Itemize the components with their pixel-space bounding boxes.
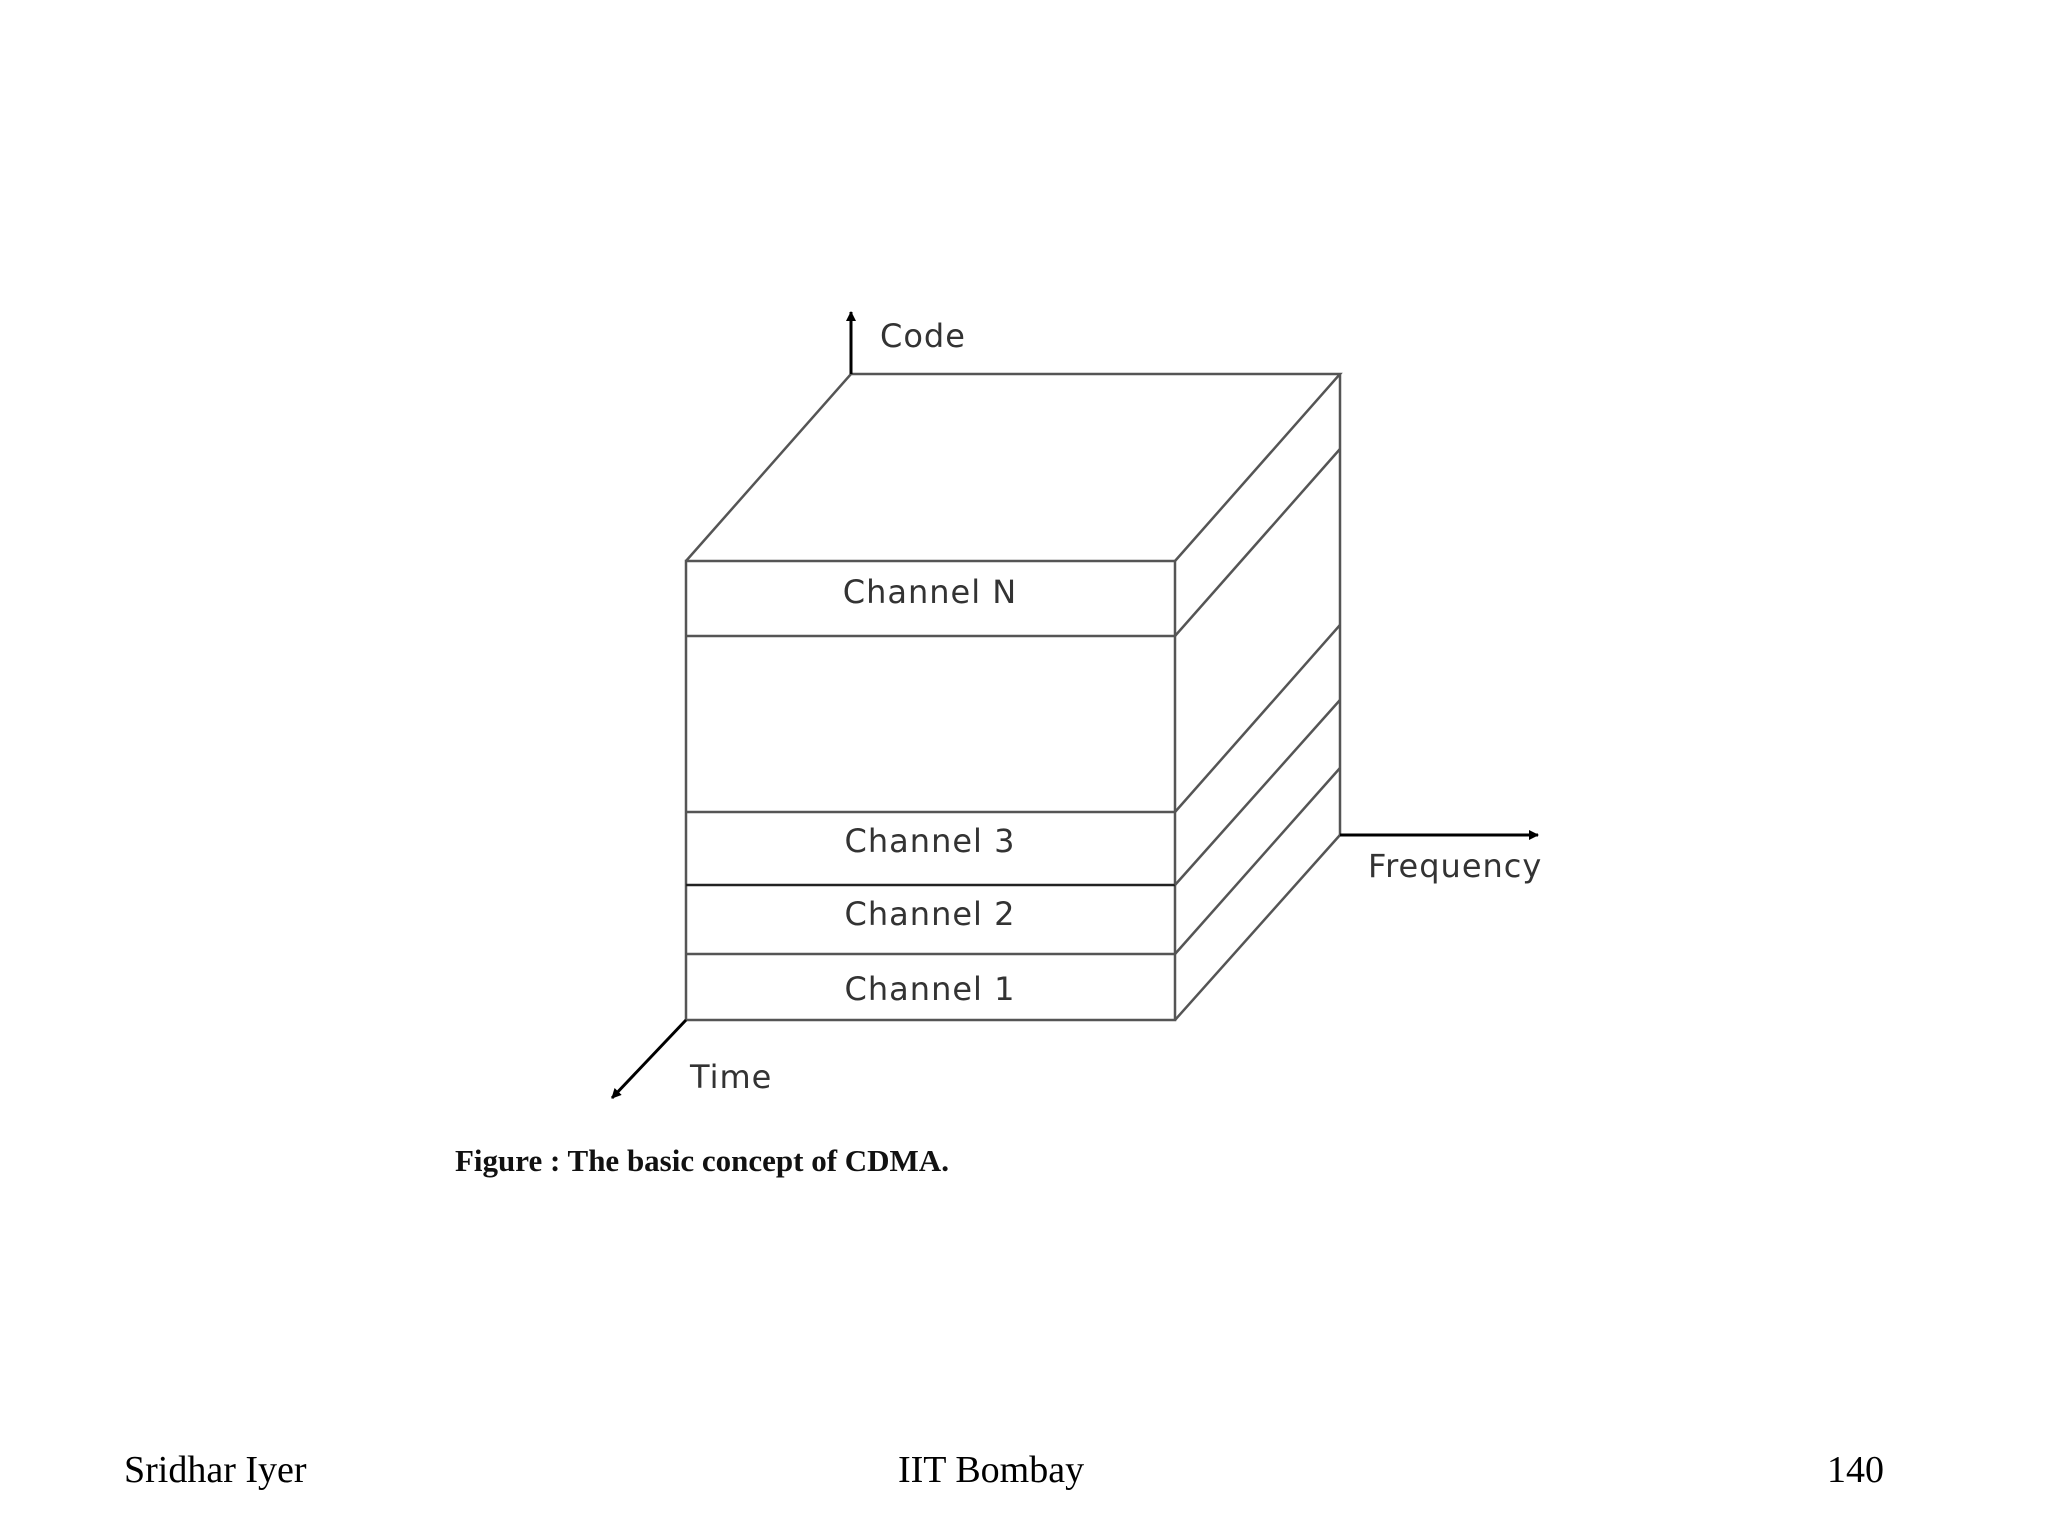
footer-page-number: 140 [1827, 1449, 1884, 1491]
time-axis-arrow [610, 1018, 688, 1100]
axes [610, 311, 1539, 1100]
bottom-right-edge [1174, 834, 1341, 1021]
time-axis-label: Time [689, 1058, 772, 1096]
side-line-n [1174, 448, 1341, 637]
frequency-axis-label: Frequency [1368, 847, 1542, 885]
side-line-3-top [1174, 624, 1341, 813]
channel-2-label: Channel 2 [845, 895, 1016, 933]
channel-n-label: Channel N [843, 573, 1017, 611]
top-face [685, 372, 1343, 562]
front-face [684, 559, 1177, 1022]
channel-3-label: Channel 3 [845, 822, 1016, 860]
channel-1-label: Channel 1 [845, 970, 1016, 1008]
cdma-block [684, 372, 1343, 1022]
side-line-2-bottom [1174, 767, 1341, 955]
figure-caption: Figure : The basic concept of CDMA. [455, 1143, 949, 1178]
side-line-3-bottom [1174, 699, 1341, 886]
footer-institution: IIT Bombay [898, 1449, 1085, 1491]
code-axis-label: Code [880, 317, 966, 355]
footer-author: Sridhar Iyer [124, 1449, 307, 1491]
